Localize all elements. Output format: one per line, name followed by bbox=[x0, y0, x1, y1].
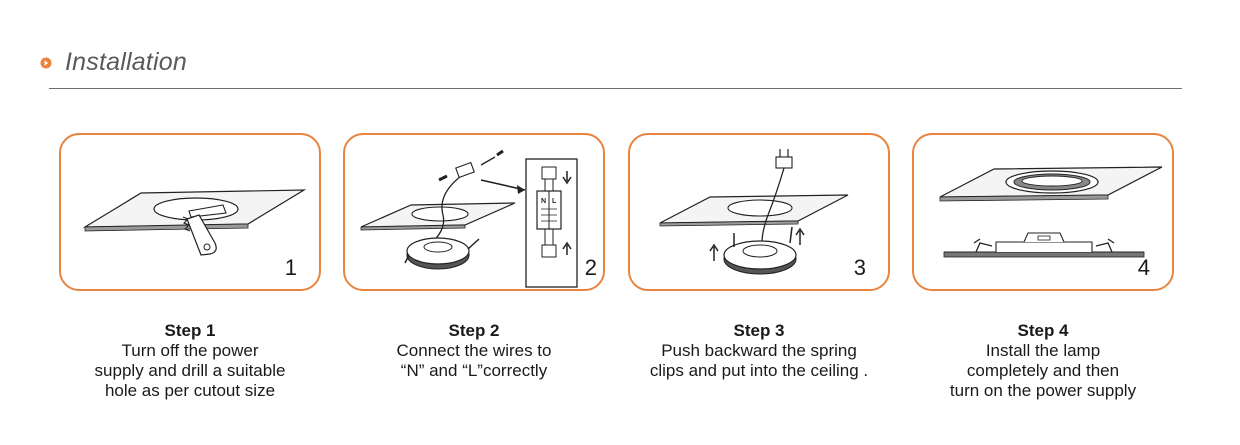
step-2-illustration: N L 2 bbox=[343, 133, 605, 291]
wiring-illustration: N L bbox=[360, 149, 578, 288]
section-title: Installation bbox=[65, 48, 187, 76]
installed-lamp-illustration bbox=[939, 166, 1163, 258]
step-4-number: 4 bbox=[1137, 255, 1150, 280]
play-circle-icon bbox=[40, 57, 52, 68]
step-4-illustration: 4 bbox=[912, 133, 1174, 291]
step-3-title: Step 3 bbox=[733, 321, 785, 340]
drill-hole-illustration bbox=[82, 189, 307, 256]
step-1-number: 1 bbox=[284, 255, 297, 280]
step-4: 4 Step 4 Install the lamp completely and… bbox=[912, 0, 1178, 445]
step-4-line-2: completely and then bbox=[966, 361, 1120, 380]
step-3-line-1: Push backward the spring bbox=[661, 341, 857, 360]
step-3-number: 3 bbox=[853, 255, 866, 280]
step-3-caption: Step 3 Push backward the spring clips an… bbox=[608, 321, 910, 381]
step-1-line-2: supply and drill a suitable bbox=[94, 361, 286, 380]
step-2: N L 2 Step 2 Connect the wires to “N” an… bbox=[343, 0, 609, 445]
step-2-title: Step 2 bbox=[448, 321, 500, 340]
step-1: 1 Step 1 Turn off the power supply and d… bbox=[59, 0, 325, 445]
step-1-line-3: hole as per cutout size bbox=[104, 381, 276, 400]
step-4-line-1: Install the lamp bbox=[985, 341, 1101, 360]
section-header: Installation bbox=[40, 48, 187, 77]
step-2-line-1: Connect the wires to bbox=[396, 341, 552, 360]
step-2-caption: Step 2 Connect the wires to “N” and “L”c… bbox=[323, 321, 625, 381]
neutral-label: N bbox=[541, 198, 546, 205]
step-1-illustration: 1 bbox=[59, 133, 321, 291]
step-2-line-2: “N” and “L”correctly bbox=[400, 361, 548, 380]
spring-clip-illustration bbox=[659, 149, 849, 275]
step-4-caption: Step 4 Install the lamp completely and t… bbox=[892, 321, 1194, 401]
step-4-title: Step 4 bbox=[1017, 321, 1069, 340]
step-1-caption: Step 1 Turn off the power supply and dri… bbox=[39, 321, 341, 401]
live-label: L bbox=[552, 198, 557, 205]
step-3: 3 Step 3 Push backward the spring clips … bbox=[628, 0, 894, 445]
step-1-line-1: Turn off the power bbox=[121, 341, 259, 360]
step-1-title: Step 1 bbox=[164, 321, 216, 340]
step-3-illustration: 3 bbox=[628, 133, 890, 291]
step-2-number: 2 bbox=[584, 255, 597, 280]
header-divider bbox=[49, 88, 1182, 89]
step-3-line-2: clips and put into the ceiling . bbox=[649, 361, 869, 380]
step-4-line-3: turn on the power supply bbox=[949, 381, 1137, 400]
